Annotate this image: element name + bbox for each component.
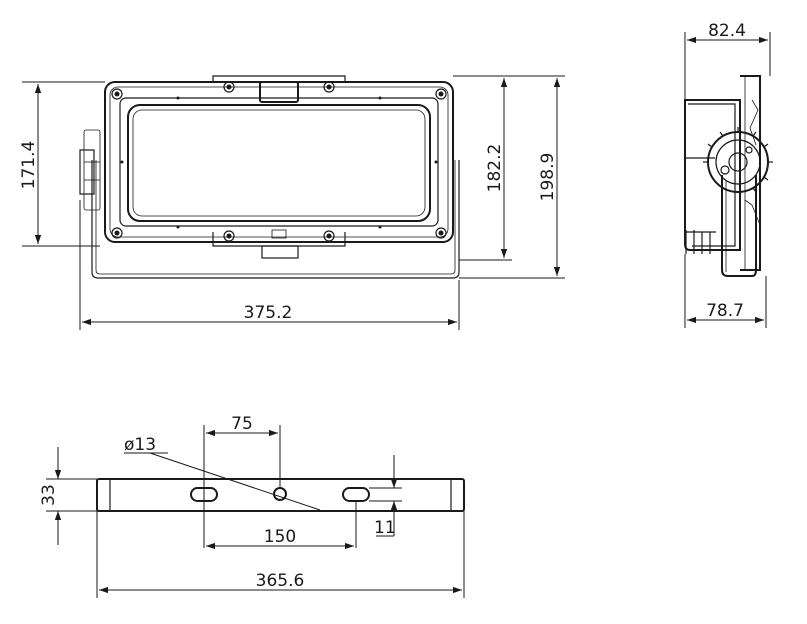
plate-dimensions: ø13 75 150 365.6 33 11: [39, 414, 465, 598]
side-housing: [684, 99, 741, 251]
dim-total-width: 375.2: [244, 303, 293, 323]
dim-depth-top: 82.4: [708, 21, 746, 41]
dim-depth-bottom: 78.7: [706, 301, 744, 321]
hinge-teeth: [703, 127, 773, 193]
housing-outer: [104, 81, 454, 243]
dim-bracket-height: 182.2: [485, 144, 505, 193]
side-view-dimensions: 82.4 78.7: [684, 21, 771, 328]
front-view-dimensions: 171.4 182.2 198.9 375.2: [19, 75, 565, 330]
dim-body-height: 171.4: [19, 141, 39, 190]
dim-hole-diameter: ø13: [124, 435, 156, 455]
dim-plate-height: 33: [39, 484, 59, 506]
mounting-bracket: [91, 160, 460, 279]
screw-heads: [111, 81, 447, 242]
mounting-slot-right: [342, 487, 370, 502]
dim-total-height: 198.9: [538, 153, 558, 202]
dim-slot-width: 11: [374, 518, 396, 538]
lens-frame: [119, 97, 439, 227]
side-bracket: [721, 175, 757, 277]
front-view: [79, 75, 460, 279]
top-handle: [259, 81, 299, 103]
dim-slot-spacing: 150: [264, 527, 296, 547]
dim-hole-offset: 75: [231, 414, 253, 434]
bracket-knuckle-left: [79, 149, 95, 195]
side-view: [684, 75, 773, 277]
lens-window: [127, 104, 431, 222]
dim-plate-length: 365.6: [256, 571, 305, 591]
